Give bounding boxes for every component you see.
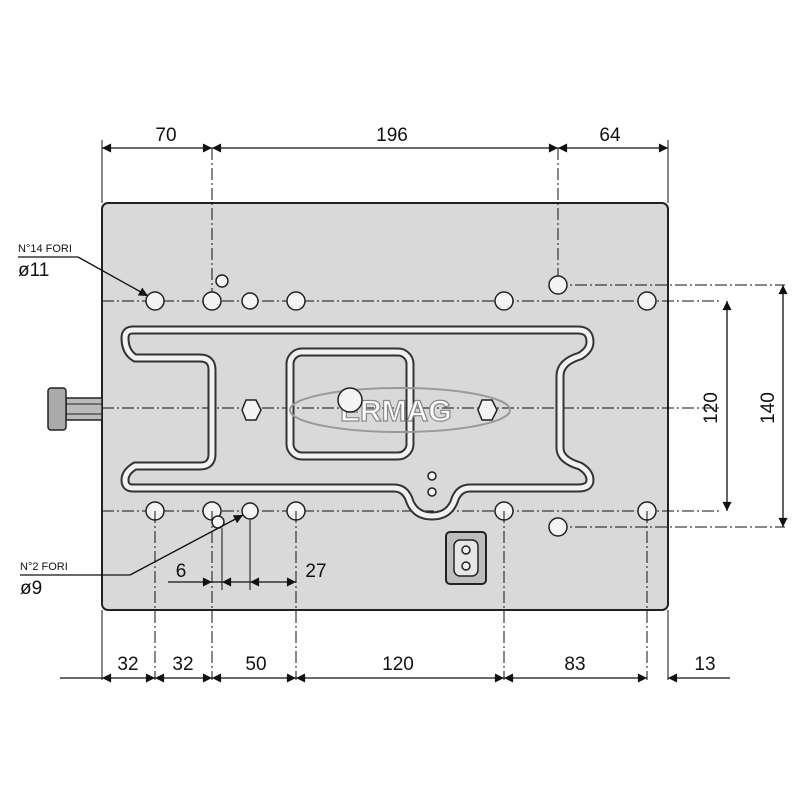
dim-small-right: 27 [305,561,326,582]
dim-right-outer: 140 [758,392,779,424]
holes-d11 [145,274,657,537]
small-dimensions: 6 27 [168,528,327,590]
plate-grooves [120,325,595,521]
note-holes-14-label: N°14 FORI [18,243,72,255]
dim-right-inner: 120 [701,392,722,424]
hex-fittings [241,387,498,497]
holes-d9 [211,502,259,529]
note-holes-2-label: N°2 FORI [20,561,68,573]
dim-small-left: 6 [176,561,187,582]
dim-top-mid: 196 [376,125,408,146]
hole-callout-2: N°2 FORI ø9 [20,514,244,599]
right-dimensions: 120 140 [701,284,788,527]
top-dimensions: 70 196 64 [101,125,669,203]
hole-callout-14: N°14 FORI ø11 [18,243,149,297]
dim-bottom-3: 50 [245,654,266,675]
clamp-block [445,531,487,585]
dim-bottom-6: 13 [694,654,715,675]
dim-bottom-5: 83 [564,654,585,675]
dim-bottom-4: 120 [382,654,414,675]
dim-top-left: 70 [155,125,176,146]
bottom-dimensions: 32 32 50 120 83 13 [60,511,730,683]
note-holes-2-diameter: ø9 [20,578,42,599]
side-knob [47,387,103,431]
dim-top-right: 64 [599,125,621,146]
dim-bottom-2: 32 [172,654,193,675]
dim-bottom-1: 32 [117,654,138,675]
note-holes-14-diameter: ø11 [18,260,49,281]
